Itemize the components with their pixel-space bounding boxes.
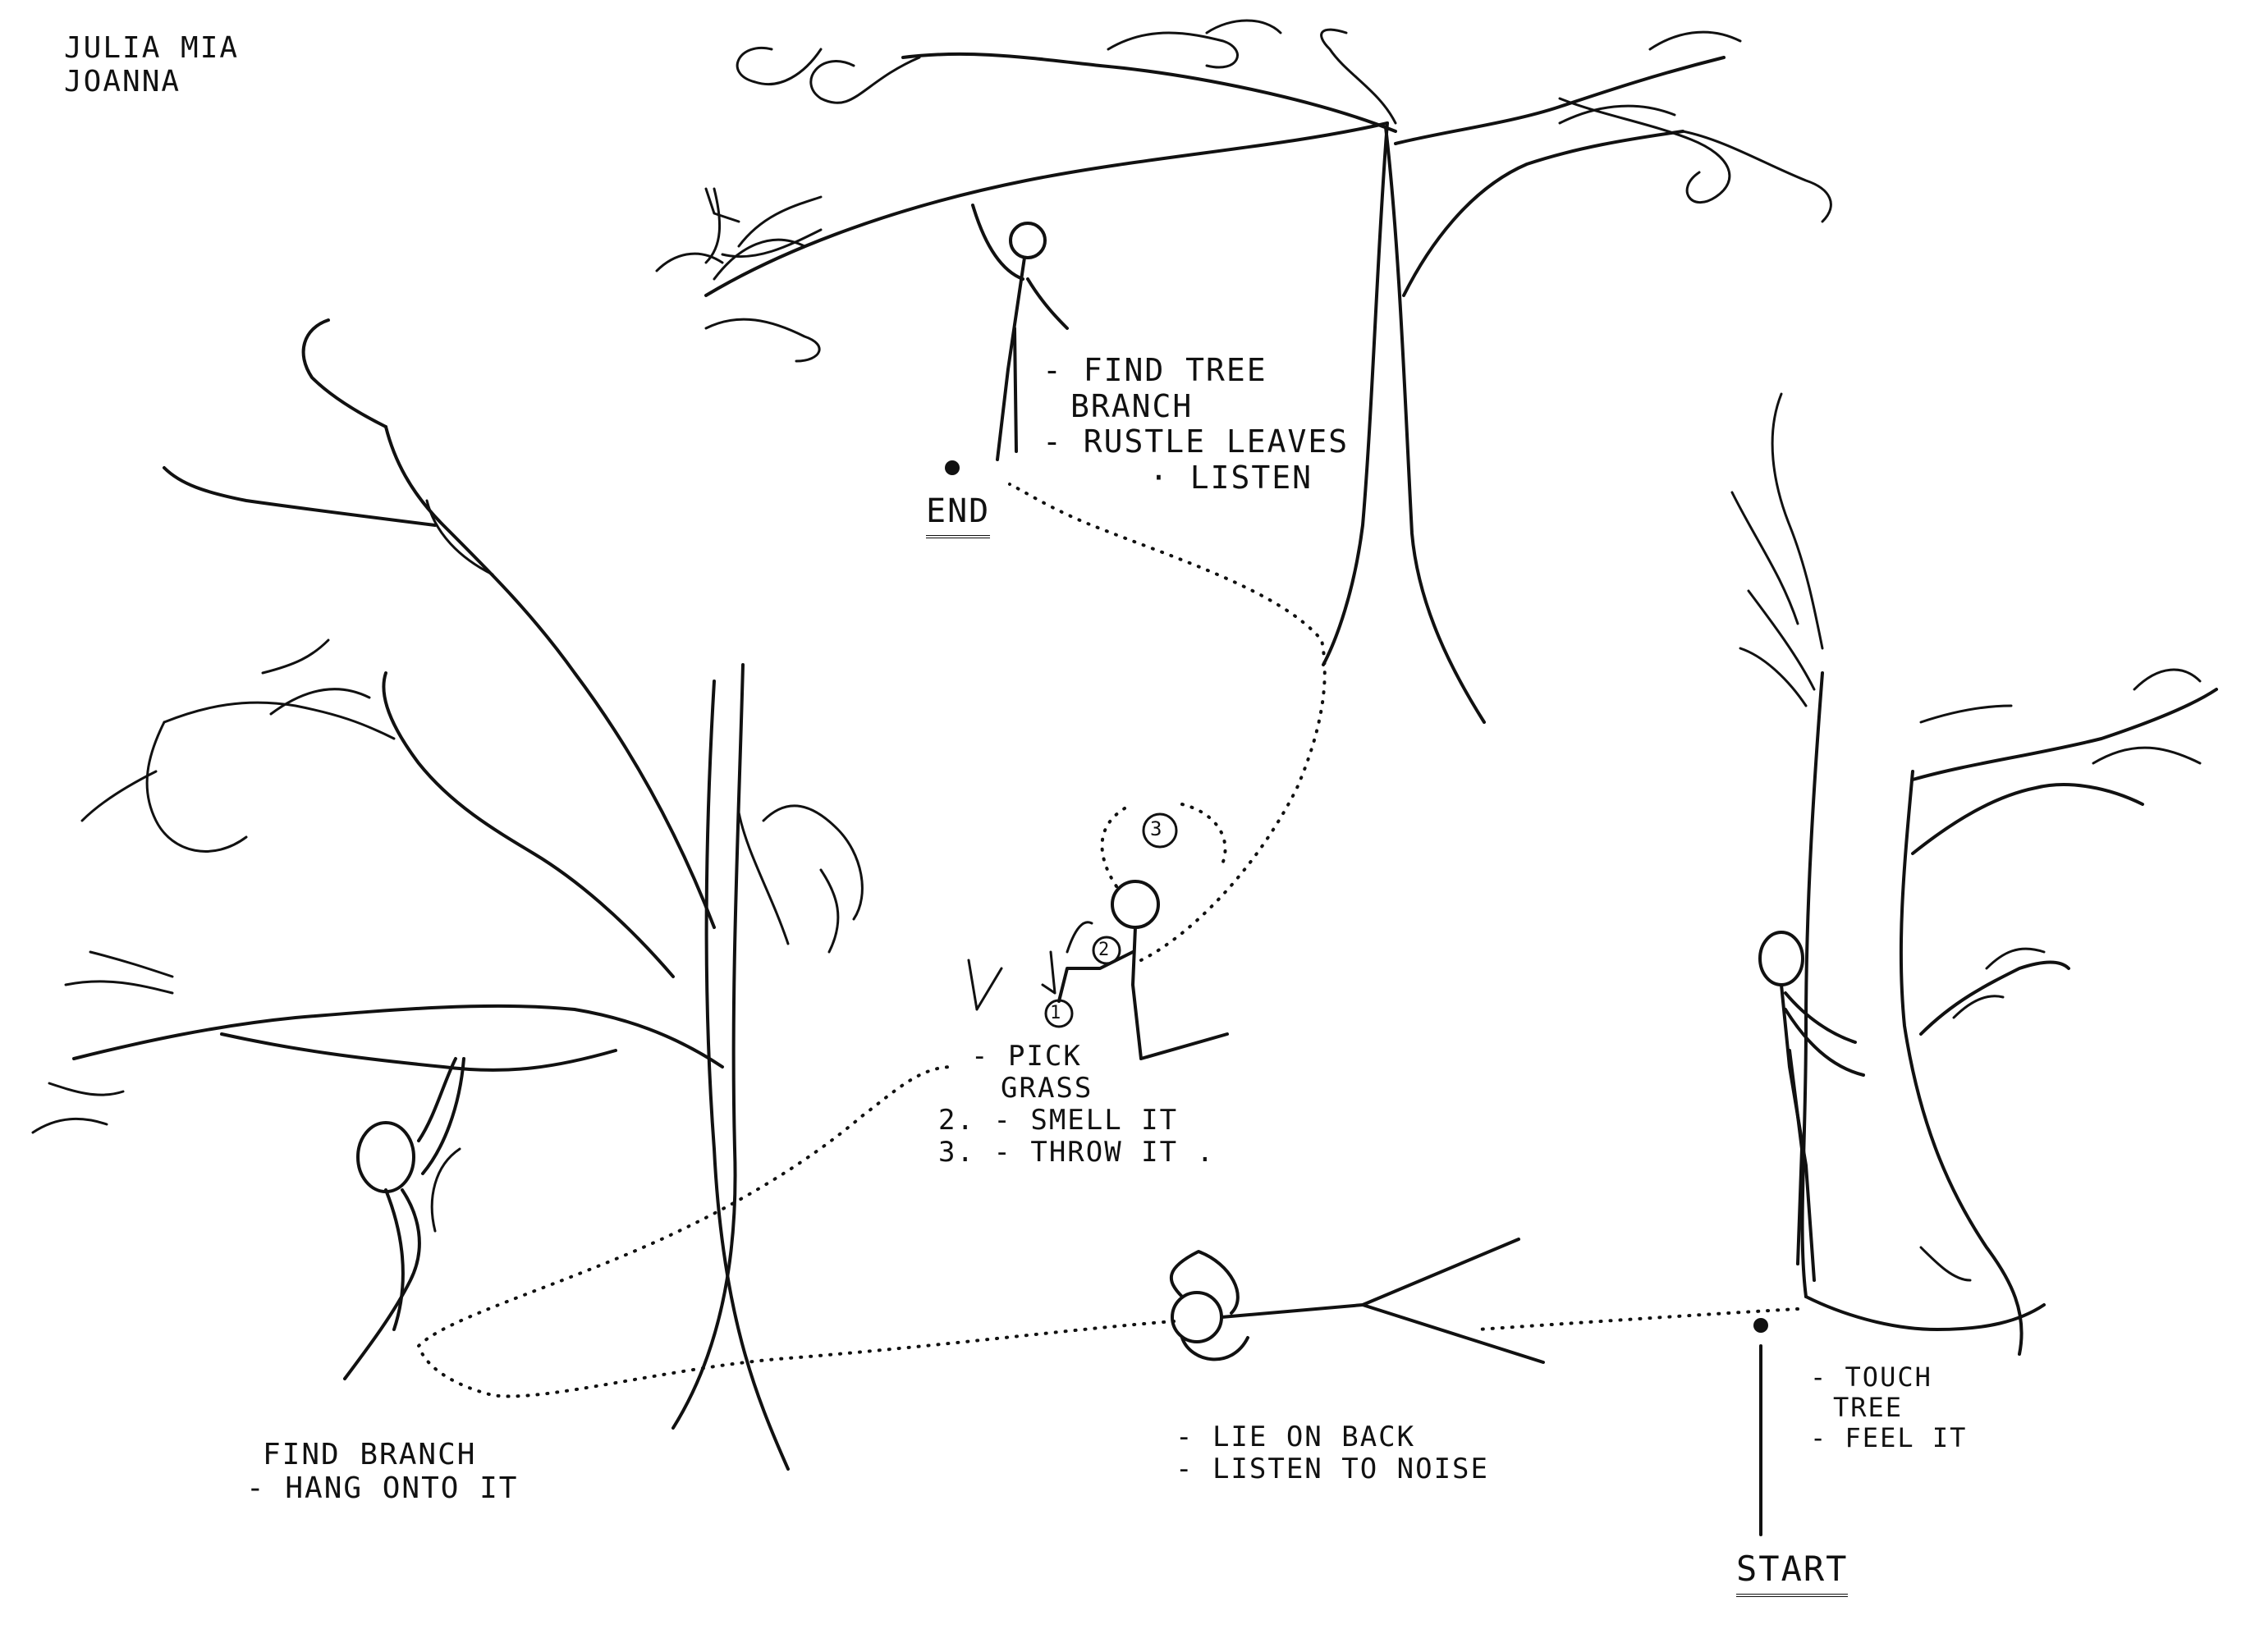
author-line-2: JOANNA (64, 65, 181, 99)
step-label-1: 1 (1050, 1003, 1063, 1023)
start-note-3: - FEEL IT (1810, 1421, 1968, 1453)
branch-note-2: - HANG ONTO IT (246, 1471, 519, 1506)
ground-note-1: - LIE ON BACK (1176, 1421, 1416, 1453)
figure-touching-tree (1753, 931, 1865, 1536)
start-marker-label: START (1736, 1549, 1849, 1598)
end-note-2: BRANCH (1070, 387, 1194, 424)
step-label-2: 2 (1098, 940, 1111, 960)
tree-top-center (655, 19, 1832, 724)
end-note-3: - RUSTLE LEAVES (1043, 423, 1350, 460)
grass-note-3: 2. - SMELL IT (938, 1104, 1179, 1137)
grass-note-2: GRASS (1001, 1072, 1093, 1105)
start-note-2: TREE (1833, 1391, 1904, 1423)
start-marker-dot (1753, 1318, 1768, 1333)
tree-left (31, 318, 864, 1471)
ground-notes: - LIE ON BACK - LISTEN to NOISE (1176, 1421, 1489, 1485)
step-circle-1 (1044, 999, 1074, 1028)
start-note-1: - TOUCH (1810, 1361, 1932, 1393)
figure-lying-on-back (1169, 1238, 1545, 1364)
authors-note: JULIA MIA JOANNA (64, 31, 239, 99)
ground-note-2: - LISTEN to NOISE (1176, 1453, 1489, 1486)
walking-path (416, 483, 1799, 1398)
figure-hanging-branch (343, 1057, 465, 1380)
step-circle-2 (1092, 936, 1121, 965)
author-line-1: JULIA MIA (64, 31, 240, 65)
branch-notes: FIND BRANCH - HANG ONTO IT (246, 1438, 518, 1506)
figure-grass-picking (967, 803, 1229, 1060)
step-circle-3 (1142, 812, 1178, 849)
grass-notes: - PICK GRASS 2. - SMELL IT 3. - THROW IT… (938, 1040, 1215, 1169)
branch-note-1: FIND BRANCH (263, 1438, 477, 1471)
end-notes: - FIND TREE BRANCH - RUSTLE LEAVES · LIS… (1043, 352, 1350, 497)
start-notes: - TOUCH TREE - FEEL IT (1810, 1362, 1967, 1453)
step-label-3: 3 (1150, 817, 1164, 840)
grass-note-4: 3. - THROW IT . (938, 1136, 1216, 1169)
figure-end-rustling (945, 204, 1069, 475)
tree-right (1730, 392, 2218, 1356)
end-note-4: · LISTEN (1149, 460, 1313, 497)
grass-note-1: - PICK (971, 1040, 1082, 1073)
end-marker-label: END (926, 492, 991, 538)
end-note-1: - FIND TREE (1043, 352, 1267, 388)
end-marker-dot (945, 460, 960, 475)
